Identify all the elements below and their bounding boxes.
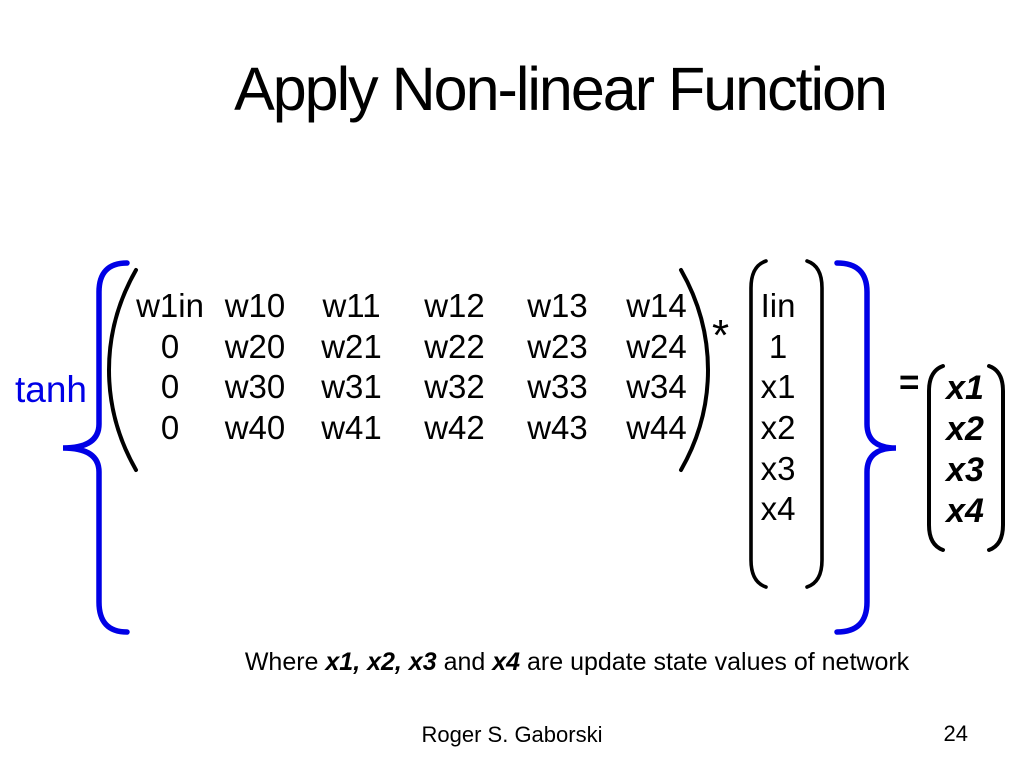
- input-vector-entry: Iin: [760, 287, 796, 324]
- matrix-cell: w43: [527, 409, 588, 447]
- matrix-cell: w31: [321, 368, 382, 406]
- slide-title: Apply Non-linear Function: [234, 55, 888, 123]
- matrix-cell: 0: [160, 409, 180, 447]
- matrix-cell: w41: [321, 409, 382, 447]
- caption-suffix: are update state values of network: [520, 648, 910, 676]
- tanh-function-label: tanh: [15, 369, 88, 410]
- matrix-cell: w34: [626, 368, 687, 406]
- matrix-cell: w1in: [136, 287, 204, 324]
- input-vector: Iin 1 x1 x2 x3 x4: [752, 286, 804, 530]
- matrix-cell: w12: [424, 287, 485, 324]
- input-vector-entry: x2: [760, 409, 796, 447]
- output-vector-entry: x4: [946, 492, 984, 530]
- matrix-cell: w42: [424, 409, 485, 447]
- right-curly-brace-icon: [834, 260, 897, 635]
- input-vector-entry: x4: [760, 490, 796, 528]
- matrix-cell: w44: [626, 409, 687, 447]
- matrix-cell: 0: [160, 368, 180, 406]
- page-number: 24: [943, 721, 968, 746]
- matrix-cell: w30: [224, 368, 286, 406]
- matrix-cell: w21: [321, 327, 382, 365]
- matrix-cell: w10: [224, 287, 286, 324]
- matrix-cell: 0: [160, 327, 180, 365]
- footer-author: Roger S. Gaborski: [421, 722, 603, 747]
- input-vector-close-bracket-icon: [805, 259, 824, 589]
- matrix-cell: w24: [626, 327, 687, 365]
- output-vector: x1 x2 x3 x4: [932, 368, 998, 532]
- matrix-cell: w33: [527, 368, 588, 406]
- caption-emphasis-x1-x2-x3: x1, x2, x3: [325, 648, 437, 676]
- matrix-cell: w22: [424, 327, 485, 365]
- input-vector-entry: x1: [760, 368, 796, 406]
- output-vector-entry: x3: [946, 451, 984, 489]
- matrix-cell: w14: [626, 287, 687, 324]
- left-curly-brace-icon: [62, 260, 130, 635]
- matrix-cell: w20: [224, 327, 286, 365]
- matrix-cell: w32: [424, 368, 485, 406]
- caption: Where x1, x2, x3 and x4 are update state…: [130, 648, 1024, 677]
- matrix-cell: w40: [224, 409, 286, 447]
- matrix-cell: w11: [322, 287, 381, 324]
- caption-prefix: Where: [244, 648, 326, 676]
- matrix-cell: w23: [527, 327, 588, 365]
- multiply-operator: *: [712, 311, 730, 360]
- caption-emphasis-x4: x4: [492, 648, 521, 676]
- output-vector-entry: x2: [946, 410, 984, 448]
- weight-matrix: w1in w10 w11 w12 w13 w14 0 w20 w21 w22 w…: [130, 286, 704, 449]
- equals-sign: =: [899, 363, 920, 402]
- input-vector-entry: x3: [760, 449, 796, 487]
- caption-middle: and: [436, 648, 493, 676]
- output-vector-entry: x1: [946, 369, 984, 407]
- matrix-cell: w13: [527, 287, 588, 324]
- input-vector-entry: 1: [768, 327, 788, 365]
